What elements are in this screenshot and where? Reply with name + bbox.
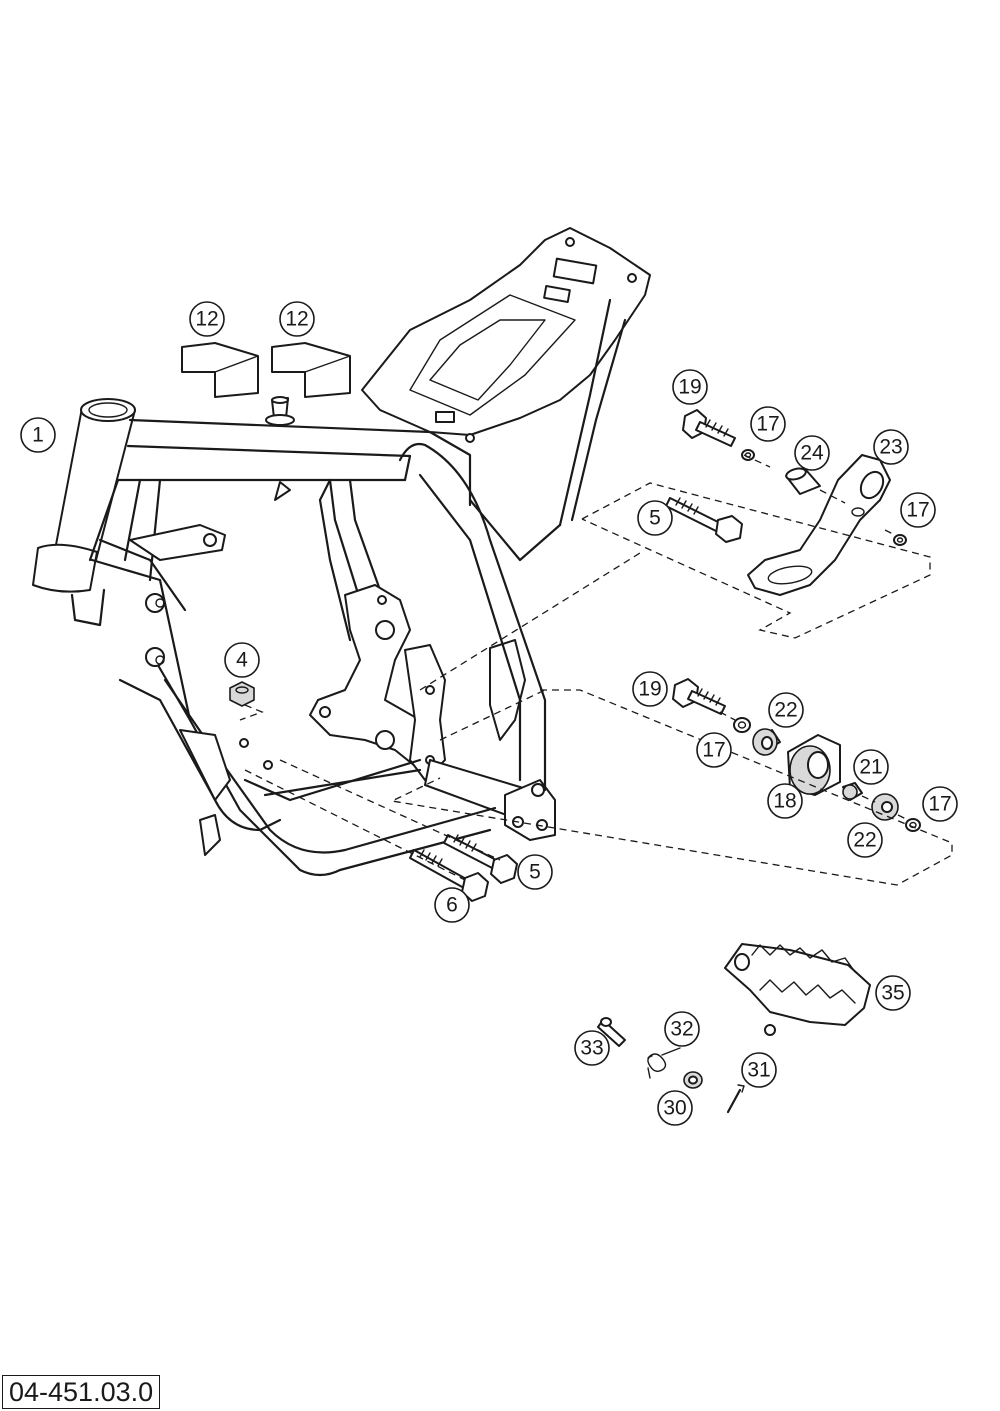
callout-bushing-roller-right: 22 bbox=[847, 822, 883, 858]
callout-nut: 4 bbox=[224, 642, 260, 678]
svg-text:32: 32 bbox=[670, 1018, 693, 1041]
svg-text:24: 24 bbox=[800, 442, 824, 465]
svg-text:12: 12 bbox=[285, 308, 308, 331]
callout-cotter-pin: 31 bbox=[741, 1052, 777, 1088]
svg-text:19: 19 bbox=[678, 376, 701, 399]
callout-bolt-lower-right: 5 bbox=[517, 854, 553, 890]
callout-bushing-roller-left: 22 bbox=[768, 692, 804, 728]
svg-text:22: 22 bbox=[774, 699, 797, 722]
svg-text:4: 4 bbox=[236, 649, 248, 672]
callout-roller: 18 bbox=[767, 783, 803, 819]
callout-sleeve-upper: 24 bbox=[794, 435, 830, 471]
svg-text:17: 17 bbox=[906, 499, 929, 522]
svg-text:17: 17 bbox=[702, 739, 725, 762]
callout-washer-roller-right: 17 bbox=[922, 786, 958, 822]
svg-text:35: 35 bbox=[881, 982, 904, 1005]
svg-text:19: 19 bbox=[638, 678, 661, 701]
svg-text:5: 5 bbox=[649, 507, 661, 530]
callout-frame: 1 bbox=[20, 417, 56, 453]
svg-text:18: 18 bbox=[773, 790, 796, 813]
svg-text:1: 1 bbox=[32, 424, 44, 447]
svg-text:5: 5 bbox=[529, 861, 541, 884]
callout-washer-roller-left: 17 bbox=[696, 732, 732, 768]
svg-text:30: 30 bbox=[663, 1097, 686, 1120]
callout-pin: 33 bbox=[574, 1030, 610, 1066]
nut-part bbox=[229, 681, 264, 721]
callout-bolt-roller: 19 bbox=[632, 671, 668, 707]
svg-text:21: 21 bbox=[859, 756, 882, 779]
callout-cover-left: 12 bbox=[189, 301, 225, 337]
callout-bolt-lower-left: 6 bbox=[434, 887, 470, 923]
callout-washer-upper: 17 bbox=[750, 406, 786, 442]
drawing-number-label: 04-451.03.0 bbox=[2, 1375, 161, 1409]
callout-spring: 32 bbox=[664, 1011, 700, 1047]
svg-text:6: 6 bbox=[446, 894, 458, 917]
callout-bolt-upper: 19 bbox=[672, 369, 708, 405]
footrest-assembly bbox=[597, 943, 871, 1114]
brake-pedal-assembly bbox=[419, 409, 931, 691]
svg-text:23: 23 bbox=[879, 436, 902, 459]
callout-bolt-brake-pedal: 5 bbox=[637, 500, 673, 536]
callout-washer-footrest: 30 bbox=[657, 1090, 693, 1126]
svg-text:22: 22 bbox=[853, 829, 876, 852]
svg-text:31: 31 bbox=[747, 1059, 770, 1082]
svg-text:17: 17 bbox=[928, 793, 951, 816]
frame-drawing bbox=[32, 227, 651, 877]
svg-text:33: 33 bbox=[580, 1037, 603, 1060]
callout-sleeve-roller: 21 bbox=[853, 749, 889, 785]
callout-footrest: 35 bbox=[875, 975, 911, 1011]
cover-parts bbox=[181, 342, 351, 398]
svg-text:12: 12 bbox=[195, 308, 218, 331]
callout-brake-pedal: 23 bbox=[873, 429, 909, 465]
callout-washer-brake-pedal: 17 bbox=[900, 492, 936, 528]
lower-bolts bbox=[244, 759, 518, 902]
callout-cover-right: 12 bbox=[279, 301, 315, 337]
svg-text:17: 17 bbox=[756, 413, 779, 436]
